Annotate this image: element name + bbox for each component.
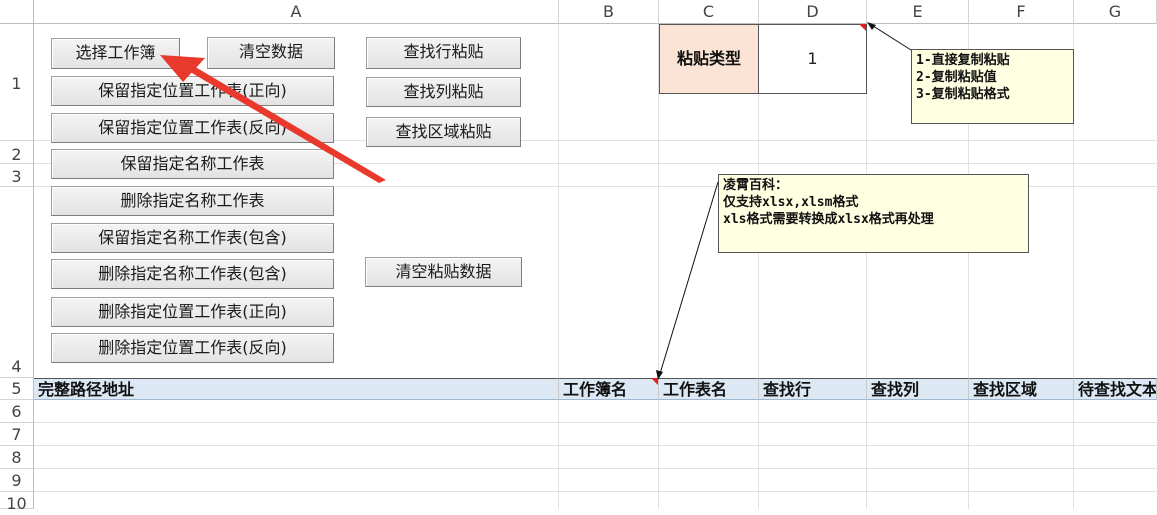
keep-name-button[interactable]: 保留指定名称工作表 (51, 149, 334, 179)
row-header-2[interactable]: 2 (0, 141, 34, 164)
delete-name-contains-button[interactable]: 删除指定名称工作表(包含) (51, 259, 334, 289)
column-header-b[interactable]: B (559, 0, 659, 24)
keep-position-reverse-button[interactable]: 保留指定位置工作表(反向) (51, 113, 334, 143)
paste-type-comment: 1-直接复制粘贴 2-复制粘贴值 3-复制粘贴格式 (911, 49, 1074, 124)
row-number: 3 (11, 167, 22, 186)
clear-data-button[interactable]: 清空数据 (207, 37, 335, 69)
row-header-3[interactable]: 3 (0, 164, 34, 187)
header-cell-find-row[interactable]: 查找行 (759, 378, 867, 400)
column-header-c[interactable]: C (659, 0, 759, 24)
header-cell-text-to-find[interactable]: 待查找文本 (1074, 378, 1157, 400)
column-header-d[interactable]: D (759, 0, 867, 24)
info-comment: 凌霄百科： 仅支持xlsx,xlsm格式 xls格式需要转换成xlsx格式再处理 (718, 174, 1029, 253)
row-header-1[interactable]: 1 (0, 24, 34, 141)
row-number: 2 (11, 145, 22, 164)
keep-position-forward-button[interactable]: 保留指定位置工作表(正向) (51, 76, 334, 106)
select-all-corner[interactable] (0, 0, 34, 24)
select-workbook-button[interactable]: 选择工作簿 (51, 38, 180, 69)
header-cell-worksheet-name[interactable]: 工作表名 (659, 378, 759, 400)
column-header-a[interactable]: A (34, 0, 559, 24)
find-column-paste-button[interactable]: 查找列粘贴 (366, 77, 521, 107)
comment-indicator (859, 24, 866, 31)
paste-type-label-cell[interactable]: 粘贴类型 (659, 24, 759, 94)
row-header-7[interactable]: 7 (0, 423, 34, 446)
clear-paste-data-button[interactable]: 清空粘贴数据 (365, 257, 522, 287)
row-header-8[interactable]: 8 (0, 446, 34, 469)
comment-connector-line (658, 181, 719, 378)
header-cell-find-area[interactable]: 查找区域 (969, 378, 1074, 400)
find-area-paste-button[interactable]: 查找区域粘贴 (366, 117, 521, 147)
header-cell-full-path[interactable]: 完整路径地址 (34, 378, 559, 400)
delete-position-forward-button[interactable]: 删除指定位置工作表(正向) (51, 297, 334, 327)
delete-name-button[interactable]: 删除指定名称工作表 (51, 186, 334, 216)
row-header-5[interactable]: 5 (0, 378, 34, 400)
column-header-e[interactable]: E (867, 0, 969, 24)
column-header-g[interactable]: G (1074, 0, 1157, 24)
comment-indicator (651, 378, 658, 385)
header-cell-workbook-name[interactable]: 工作簿名 (559, 378, 659, 400)
comment-connector-line (869, 23, 912, 51)
keep-name-contains-button[interactable]: 保留指定名称工作表(包含) (51, 223, 334, 253)
row-header-10[interactable]: 10 (0, 492, 34, 513)
row-header-9[interactable]: 9 (0, 469, 34, 492)
column-header-f[interactable]: F (969, 0, 1074, 24)
row-number: 4 (11, 357, 22, 376)
delete-position-reverse-button[interactable]: 删除指定位置工作表(反向) (51, 333, 334, 363)
paste-type-value-cell[interactable]: 1 (758, 24, 867, 94)
row-header-6[interactable]: 6 (0, 400, 34, 423)
header-cell-find-column[interactable]: 查找列 (867, 378, 969, 400)
row-number: 1 (11, 74, 22, 93)
find-row-paste-button[interactable]: 查找行粘贴 (366, 37, 521, 69)
row-header-4[interactable]: 4 (0, 187, 34, 378)
